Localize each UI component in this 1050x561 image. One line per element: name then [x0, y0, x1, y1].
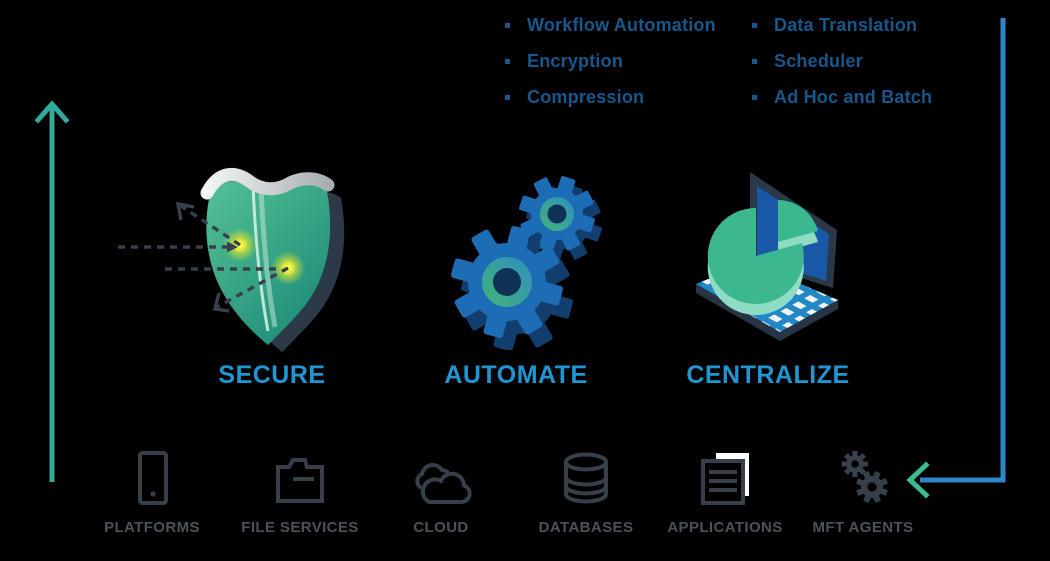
bullet-icon [752, 95, 757, 100]
capability-item: Workflow Automation [505, 15, 716, 36]
capability-label: Data Translation [774, 15, 918, 35]
bullet-icon [505, 59, 510, 64]
stacked-documents-icon [701, 453, 749, 505]
endpoint-databases: DATABASES [511, 448, 661, 536]
endpoint-file-services: FILE SERVICES [225, 448, 375, 536]
capability-label: Encryption [527, 51, 624, 71]
flow-arrow-right-down [906, 17, 1006, 499]
feature-label-centralize: CENTRALIZE [686, 361, 850, 389]
feature-automate [435, 160, 612, 364]
mobile-device-icon [138, 451, 168, 505]
capability-list-2: Data Translation Scheduler Ad Hoc and Ba… [752, 15, 932, 123]
capability-item: Compression [505, 87, 716, 108]
shield-deflect-icon [118, 167, 345, 352]
capability-label: Scheduler [774, 51, 863, 71]
capability-label: Workflow Automation [527, 15, 716, 35]
capability-item: Scheduler [752, 51, 932, 72]
endpoint-label: MFT AGENTS [812, 519, 914, 536]
capability-label: Ad Hoc and Batch [774, 87, 933, 107]
bullet-icon [505, 23, 510, 28]
capability-label: Compression [527, 87, 645, 107]
endpoint-cloud: CLOUD [366, 448, 516, 536]
endpoint-label: DATABASES [538, 519, 634, 536]
flow-arrow-left-up [34, 100, 108, 483]
feature-secure [105, 155, 345, 360]
bullet-icon [752, 59, 757, 64]
endpoint-applications: APPLICATIONS [650, 448, 800, 536]
endpoint-platforms: PLATFORMS [77, 448, 227, 536]
endpoint-label: CLOUD [413, 519, 469, 536]
endpoint-label: FILE SERVICES [241, 519, 359, 536]
endpoint-label: APPLICATIONS [667, 519, 783, 536]
laptop-pie-chart-icon [696, 172, 838, 341]
feature-centralize [680, 160, 870, 355]
capability-list-1: Workflow Automation Encryption Compressi… [505, 15, 716, 123]
capability-item: Encryption [505, 51, 716, 72]
gears-icon [438, 166, 612, 364]
folder-icon [276, 458, 324, 503]
endpoint-mft-agents: MFT AGENTS [788, 448, 938, 536]
deflected-attack-arrows [118, 201, 289, 313]
clouds-icon [415, 463, 472, 505]
bullet-icon [505, 95, 510, 100]
small-gears-icon [842, 451, 888, 503]
bullet-icon [752, 23, 757, 28]
database-cylinder-icon [564, 452, 608, 504]
feature-label-secure: SECURE [218, 361, 326, 389]
capability-item: Ad Hoc and Batch [752, 87, 932, 108]
feature-label-automate: AUTOMATE [444, 361, 588, 389]
endpoint-label: PLATFORMS [104, 519, 200, 536]
capability-item: Data Translation [752, 15, 932, 36]
